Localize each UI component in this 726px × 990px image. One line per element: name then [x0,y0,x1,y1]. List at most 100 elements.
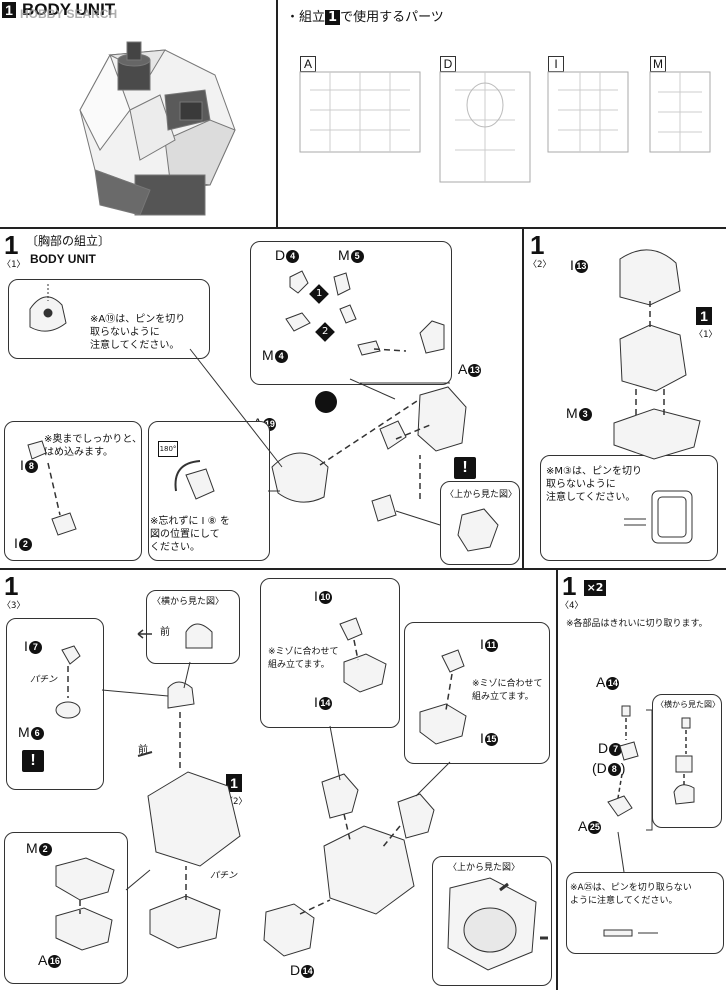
section-divider-mid [522,228,524,568]
callout-i7 [6,618,104,790]
front-arrow-1 [137,629,152,639]
leader-pin [189,348,283,468]
top-view-arrow-1 [499,882,509,892]
ref-step-badge-2: 1 [226,774,242,792]
step-1-4-diagram [603,705,695,937]
part-body-base [149,895,221,949]
note-pin-a25: ※A㉕は、ピンを切り取らない ように注意してください。 [570,883,692,906]
snap-label-1: パチン [30,675,58,685]
assembly-arrow-5 [373,348,407,352]
caution-icon: ! [454,457,476,479]
rotate-arrow [174,460,201,492]
part-head-small [167,681,195,709]
header-divider [276,0,278,228]
section-divider-top [0,227,726,229]
part-i14 [343,653,387,693]
side-part-3 [673,784,695,805]
note-pin-a19: ※A⑲は、ピンを切り 取らないように 注意してください。 [90,314,186,351]
step-1-3-number: 1 [4,571,19,601]
part-i2 [51,512,77,536]
note-deep: ※奥までしっかりと、 はめ込みます。 [44,434,142,458]
part-i7 [61,645,81,665]
step-1-2-diagram [613,249,701,544]
step-1-1-number: 1 [4,230,19,260]
step-1-4-sub: 〈4〉 [560,601,584,611]
front-label-1: 前 [160,627,170,638]
body-unit-render [79,41,236,216]
part-body-core [619,324,687,392]
step-1-1-diagram [27,270,499,552]
step-1-1-sub: 〈1〉 [2,260,26,270]
parts-step-badge: 1 [325,10,341,25]
assembly-arrow-d14 [299,899,331,915]
assembly-arrow-2 [395,424,431,440]
ref-step-badge: 1 [696,307,712,325]
part-top-view [457,508,499,552]
part-seat-2 [419,320,445,354]
assembly-arrow-left [343,813,351,841]
side-part-1 [681,717,691,729]
watermark: HOBBY SEARCH [20,7,118,21]
note-align-1: ※ミゾに合わせて 組み立てます。 [268,647,339,670]
callout-m2-a16 [4,832,128,984]
leader-i15 [415,761,451,797]
part-m6 [55,701,81,719]
part-joint-left [321,773,359,819]
page-title: BODY UNIT [22,0,116,19]
part-a19-head [271,452,329,503]
callout-i11-i15 [404,622,550,764]
part-pin-detail [603,929,633,937]
front-arrow-2 [137,751,153,757]
part-cockpit [379,420,407,450]
part-i10 [339,617,363,641]
step-1-1-title-en: BODY UNIT [30,252,96,266]
part-m2 [55,857,115,901]
leader-m2 [125,869,151,891]
ref-step-sub: 〈1〉 [694,330,718,340]
assembly-arrow-i11 [445,673,453,711]
part-d7 [619,741,639,761]
front-label-2: 前 [138,745,148,756]
snap-label-2: パチン [210,871,238,881]
step-1-1-title-jp: 〔胸部の組立〕 [26,234,111,248]
step-1-4-number: 1 [562,571,577,601]
assembly-arrow-i10 [353,639,359,661]
part-a25 [607,795,633,817]
assembly-arrow-4 [47,462,61,516]
assembly-arrow-1 [319,398,421,466]
part-a16 [55,907,113,951]
note-pin-m3: ※M③は、ピンを切り 取らないように 注意してください。 [546,466,642,503]
part-m5 [333,272,351,296]
part-i8-rotate [185,468,215,500]
leader-top-view [395,510,441,526]
side-view-label-3: 〈横から見た図〉 [656,700,720,709]
assembly-arrow-right [381,825,401,849]
top-view-label-2: 〈上から見た図〉 [448,863,521,873]
times-two-badge: ×2 [584,580,606,596]
leader-i7 [101,689,169,697]
runner-i [547,71,629,153]
section-divider-right [556,568,558,990]
part-m4 [285,312,311,332]
leader-order [349,378,396,400]
